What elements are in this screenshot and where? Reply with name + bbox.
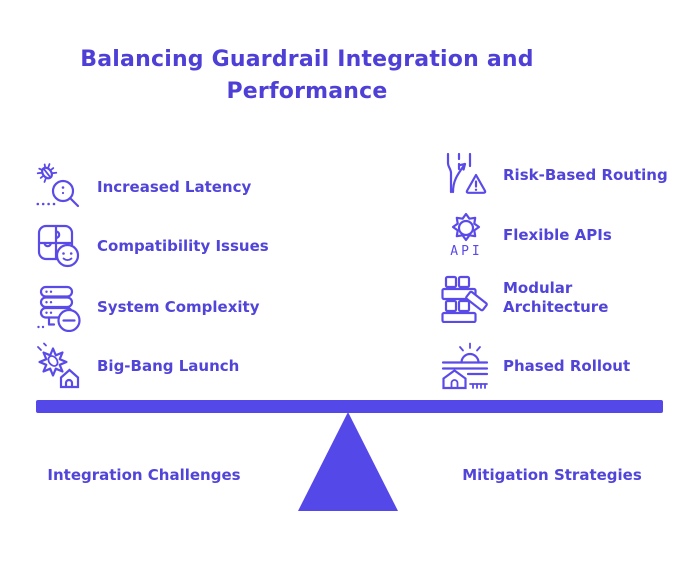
strategy-modular-architecture: Modular Architecture (440, 272, 673, 324)
strategy-label: Flexible APIs (503, 225, 612, 244)
api-icon-text: API (450, 244, 482, 259)
strategy-label: Risk-Based Routing (503, 165, 668, 184)
challenge-label: Increased Latency (97, 177, 252, 196)
strategy-label: Phased Rollout (503, 356, 631, 375)
challenge-label: Compatibility Issues (97, 236, 269, 255)
left-column-footer-label: Integration Challenges (47, 466, 241, 484)
challenge-label: System Complexity (97, 297, 260, 316)
strategy-risk-based-routing: Risk-Based Routing (440, 149, 673, 201)
server-stack-minus-icon (34, 282, 84, 332)
building-blocks-icon (440, 273, 490, 323)
balance-beam (36, 400, 663, 413)
strategy-flexible-apis: API Flexible APIs (440, 209, 673, 261)
gear-api-icon: API (440, 210, 490, 260)
challenge-label: Big-Bang Launch (97, 356, 240, 375)
bug-magnifier-icon (34, 162, 84, 212)
strategy-label: Modular Architecture (503, 279, 609, 316)
page-title: Balancing Guardrail Integration and Perf… (80, 47, 534, 104)
challenge-big-bang-launch: Big-Bang Launch (34, 340, 307, 392)
challenge-system-complexity: System Complexity (34, 281, 307, 333)
sunrise-field-icon (440, 341, 490, 391)
challenge-increased-latency: Increased Latency (34, 161, 307, 213)
challenge-compatibility-issues: Compatibility Issues (34, 220, 307, 272)
explosion-house-icon (34, 341, 84, 391)
balance-fulcrum-triangle (298, 412, 398, 511)
right-column-footer-label: Mitigation Strategies (462, 466, 642, 484)
strategy-phased-rollout: Phased Rollout (440, 340, 673, 392)
puzzle-smiley-icon (34, 221, 84, 271)
road-warning-icon (440, 150, 490, 200)
